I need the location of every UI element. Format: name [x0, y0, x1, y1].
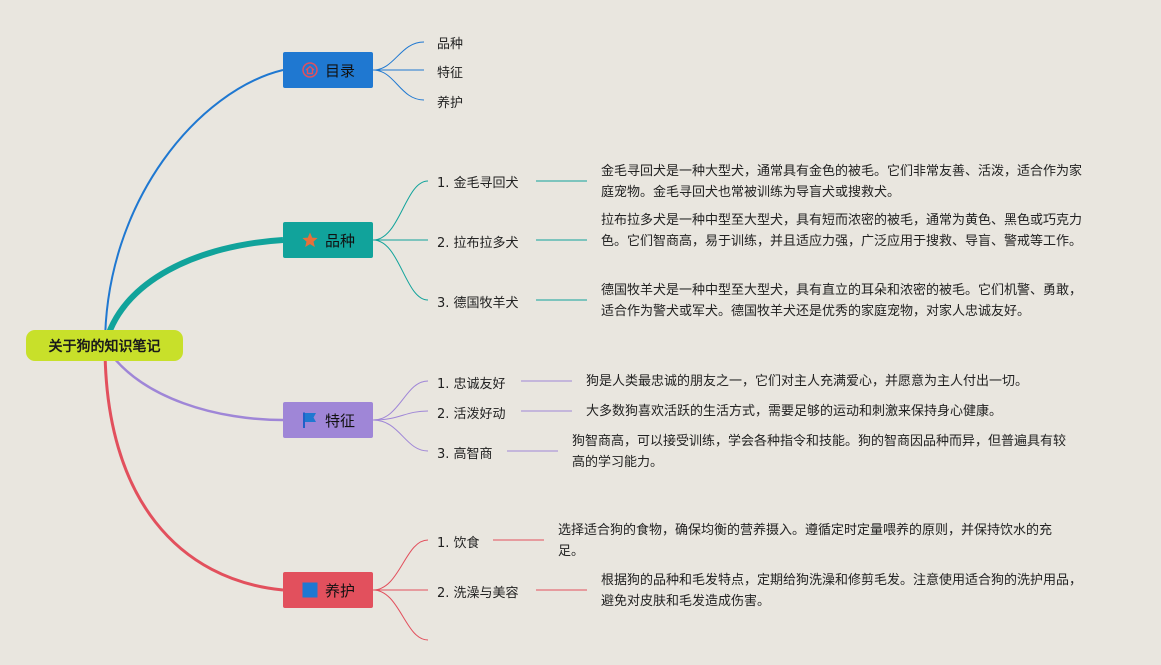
breed-item-3[interactable]: 3. 德国牧羊犬	[437, 296, 519, 311]
feature-item-1[interactable]: 1. 忠诚友好	[437, 377, 506, 392]
care-item-2[interactable]: 2. 洗澡与美容	[437, 586, 519, 601]
toc-item-features[interactable]: 特征	[437, 66, 464, 81]
branch-care[interactable]: 养护	[283, 572, 373, 608]
link-root-toc	[104, 69, 284, 347]
toc-item-breeds[interactable]: 品种	[437, 37, 464, 52]
root-node[interactable]: 关于狗的知识笔记	[26, 330, 183, 361]
feature-desc-3: 狗智商高，可以接受训练，学会各种指令和技能。狗的智商因品种而异，但普遍具有较高的…	[572, 434, 1067, 470]
square-icon	[301, 581, 319, 599]
root-label: 关于狗的知识笔记	[48, 338, 161, 355]
branch-breeds-label: 品种	[324, 231, 355, 250]
feature-desc-1: 狗是人类最忠诚的朋友之一，它们对主人充满爱心，并愿意为主人付出一切。	[586, 374, 1029, 389]
care-item-1[interactable]: 1. 饮食	[437, 536, 480, 551]
breed-desc-1: 金毛寻回犬是一种大型犬，通常具有金色的被毛。它们非常友善、活泼，适合作为家庭宠物…	[601, 164, 1083, 200]
link-root-care	[103, 345, 284, 592]
branch-toc[interactable]: 目录	[283, 52, 373, 88]
branch-features[interactable]: 特征	[283, 402, 373, 438]
feature-item-3[interactable]: 3. 高智商	[437, 447, 493, 462]
home-icon	[301, 61, 319, 79]
breed-desc-3: 德国牧羊犬是一种中型至大型犬，具有直立的耳朵和浓密的被毛。它们机警、勇敢，适合作…	[601, 283, 1083, 319]
branch-breeds[interactable]: 品种	[283, 222, 373, 258]
care-desc-1: 选择适合狗的食物，确保均衡的营养摄入。遵循定时定量喂养的原则，并保持饮水的充足。	[558, 523, 1053, 559]
branch-features-label: 特征	[324, 411, 355, 430]
toc-item-care[interactable]: 养护	[437, 96, 464, 111]
flag-icon	[301, 411, 319, 429]
feature-desc-2: 大多数狗喜欢活跃的生活方式，需要足够的运动和刺激来保持身心健康。	[586, 404, 1003, 419]
branch-care-label: 养护	[324, 581, 355, 600]
star-icon	[301, 231, 319, 249]
link-root-breed	[102, 237, 284, 347]
link-root-features	[103, 345, 284, 422]
breed-item-2[interactable]: 2. 拉布拉多犬	[437, 236, 519, 251]
care-desc-2: 根据狗的品种和毛发特点，定期给狗洗澡和修剪毛发。注意使用适合狗的洗护用品，避免对…	[601, 573, 1083, 609]
breed-item-1[interactable]: 1. 金毛寻回犬	[437, 176, 519, 191]
feature-item-2[interactable]: 2. 活泼好动	[437, 407, 506, 422]
breed-desc-2: 拉布拉多犬是一种中型至大型犬，具有短而浓密的被毛，通常为黄色、黑色或巧克力色。它…	[601, 213, 1083, 249]
branch-toc-label: 目录	[324, 61, 355, 80]
